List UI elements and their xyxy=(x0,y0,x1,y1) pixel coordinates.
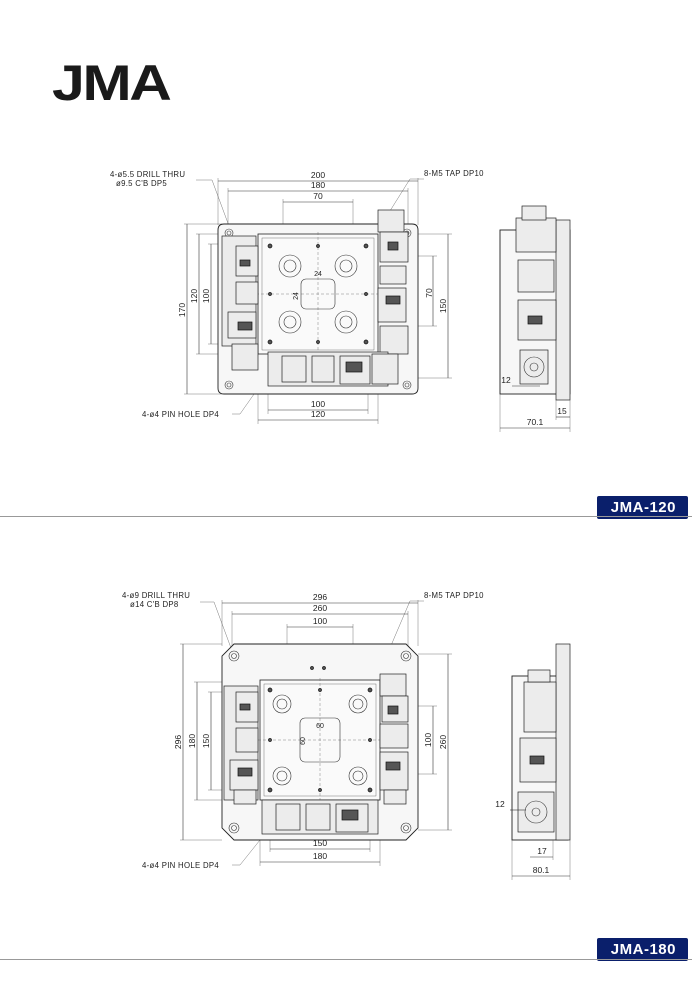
jma120-side-view: 70.1 15 12 xyxy=(499,205,571,432)
jma180-dim-180: 180 xyxy=(187,734,197,748)
jma180-side-17: 17 xyxy=(537,846,547,856)
jma120-center-b: 24 xyxy=(293,292,300,300)
jma180-dim-100-top: 100 xyxy=(313,616,327,626)
model-badge-jma-120: JMA-120 xyxy=(596,496,688,519)
jma120-drill-note: 4-ø5.5 DRILL THRU xyxy=(110,170,185,179)
jma-180-drawing: 4-ø9 DRILL THRU ø14 C'B DP8 8-M5 TAP DP1… xyxy=(122,591,571,880)
jma180-tap-note: 8-M5 TAP DP10 xyxy=(424,591,484,600)
jma120-dim-70-right: 70 xyxy=(424,288,434,298)
jma120-dim-180: 180 xyxy=(311,180,325,190)
jma180-dim-100-right: 100 xyxy=(423,733,433,747)
jma120-side-width: 70.1 xyxy=(527,417,544,427)
jma120-dim-170: 170 xyxy=(177,303,187,317)
jma180-side-width: 80.1 xyxy=(533,865,550,875)
jma180-dim-296: 296 xyxy=(313,592,327,602)
jma-logo: JMA xyxy=(52,55,172,111)
jma180-dim-150-bottom: 150 xyxy=(313,838,327,848)
jma180-counterbore-note: ø14 C'B DP8 xyxy=(130,600,179,609)
section-divider xyxy=(0,516,692,517)
jma120-counterbore-note: ø9.5 C'B DP5 xyxy=(116,179,167,188)
jma120-dim-100-bottom: 100 xyxy=(311,399,325,409)
section-divider xyxy=(0,959,692,960)
model-badge-jma-180: JMA-180 xyxy=(596,938,688,961)
jma180-center-a: 60 xyxy=(316,723,324,730)
jma120-side-12: 12 xyxy=(501,375,511,385)
jma180-dim-260-right: 260 xyxy=(438,735,448,749)
jma120-dim-200: 200 xyxy=(311,170,325,180)
jma120-center-a: 24 xyxy=(314,271,322,278)
jma180-side-view: 80.1 17 12 xyxy=(495,643,571,880)
jma-120-drawing: 4-ø5.5 DRILL THRU ø9.5 C'B DP5 8-M5 TAP … xyxy=(110,169,571,432)
jma180-dim-180-bottom: 180 xyxy=(313,851,327,861)
jma180-side-12: 12 xyxy=(495,799,505,809)
jma120-pin-note: 4-ø4 PIN HOLE DP4 xyxy=(142,410,219,419)
jma120-dim-150: 150 xyxy=(438,299,448,313)
jma180-dim-150: 150 xyxy=(201,734,211,748)
jma180-pin-note: 4-ø4 PIN HOLE DP4 xyxy=(142,861,219,870)
jma120-tap-note: 8-M5 TAP DP10 xyxy=(424,169,484,178)
jma120-dim-100: 100 xyxy=(201,289,211,303)
jma180-drill-note: 4-ø9 DRILL THRU xyxy=(122,591,190,600)
jma120-side-15: 15 xyxy=(557,406,567,416)
jma180-dim-260: 260 xyxy=(313,603,327,613)
jma180-center-b: 60 xyxy=(300,737,307,745)
jma120-dim-120: 120 xyxy=(189,289,199,303)
jma120-dim-120-bottom: 120 xyxy=(311,409,325,419)
jma120-dim-70-top: 70 xyxy=(313,191,323,201)
jma180-dim-296-h: 296 xyxy=(173,735,183,749)
